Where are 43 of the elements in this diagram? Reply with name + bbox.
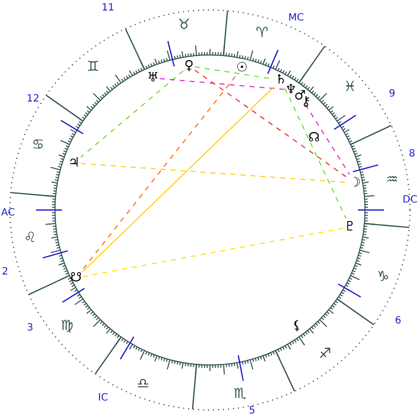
zodiac-sign-glyph: ♑ — [376, 269, 390, 285]
house-label: 3 — [26, 322, 34, 334]
house-label: 8 — [408, 148, 416, 160]
aspect-line — [82, 76, 236, 270]
zodiac-sign-glyph: ♊ — [86, 59, 100, 75]
zodiac-sign-glyph: ♈ — [256, 25, 268, 41]
house-label: MC — [288, 12, 304, 24]
zodiac-sign-glyph: ♉ — [178, 17, 190, 33]
planet-glyph: ♇ — [344, 220, 356, 234]
house-label: IC — [98, 392, 108, 404]
planet-glyph: ♀ — [184, 58, 194, 74]
house-label: 11 — [102, 2, 114, 14]
zodiac-sign-glyph: ♎ — [136, 376, 150, 392]
aspect-line — [159, 78, 285, 90]
aspect-line — [82, 86, 275, 272]
aspect-line — [82, 228, 344, 278]
aspect-line — [284, 88, 346, 219]
planet-glyph: ☽ — [349, 176, 361, 190]
planet-glyph: ⚷ — [301, 94, 311, 110]
aspect-line — [80, 70, 184, 158]
zodiac-sign-glyph: ♒ — [386, 172, 398, 188]
house-label: 9 — [388, 88, 396, 100]
zodiac-sign-glyph: ♐ — [318, 346, 332, 362]
zodiac-sign-glyph: ♌ — [24, 230, 36, 246]
planet-glyph: ♄ — [275, 72, 287, 88]
zodiac-sign-glyph: ♏ — [234, 386, 246, 402]
house-label: DC — [402, 194, 418, 206]
zodiac-sign-glyph: ♍ — [60, 318, 74, 334]
planet-glyph: ☊ — [308, 130, 320, 146]
planet-glyph: ♃ — [68, 156, 80, 170]
planet-glyph: ☉ — [236, 60, 248, 76]
planet-glyph: ♅ — [147, 70, 159, 86]
house-label: 12 — [26, 94, 40, 104]
house-label: AC — [1, 208, 15, 218]
aspect-line — [304, 104, 350, 175]
zodiac-sign-glyph: ♓ — [344, 79, 356, 95]
aspect-line — [194, 70, 349, 179]
house-label: 2 — [2, 266, 8, 278]
zodiac-sign-glyph: ♋ — [32, 137, 44, 153]
house-label: 5 — [248, 406, 256, 416]
planet-glyph: ☋ — [70, 270, 82, 286]
planet-glyph: ⚸ — [292, 318, 302, 334]
house-label: 6 — [394, 316, 402, 326]
